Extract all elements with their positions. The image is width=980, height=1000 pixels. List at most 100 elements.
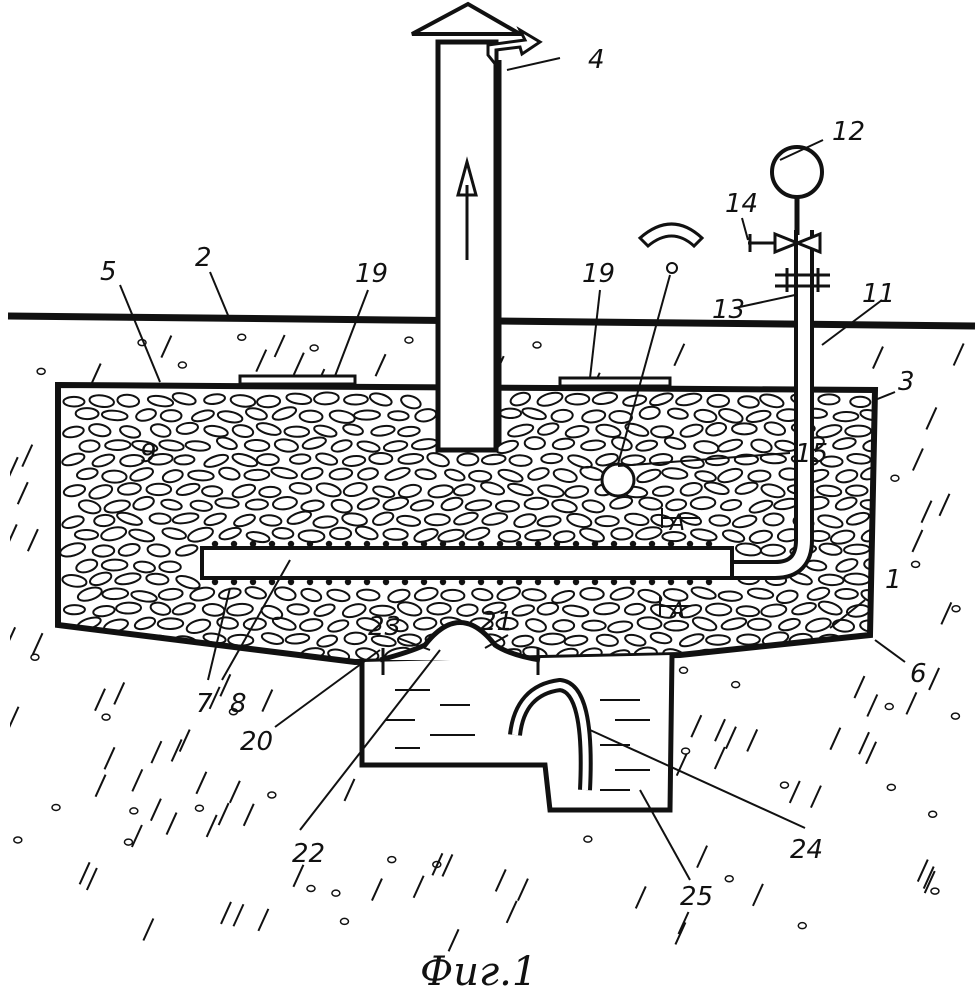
- aerator-hole: [705, 578, 713, 586]
- label-14: 14: [725, 189, 758, 219]
- pebble: [440, 588, 466, 603]
- pebble: [508, 454, 533, 467]
- leader-lines: [119, 57, 906, 881]
- pebble: [73, 646, 99, 660]
- pebble: [116, 393, 141, 408]
- soil-grain: [678, 666, 689, 675]
- aerator-hole: [287, 578, 295, 586]
- pebble: [342, 482, 368, 498]
- hatch-mark: [725, 726, 737, 750]
- pebble: [117, 542, 141, 557]
- pebble: [214, 497, 240, 509]
- pebble: [844, 424, 873, 438]
- pebble: [678, 511, 703, 526]
- aerator-hole: [553, 540, 561, 548]
- pebble: [260, 632, 285, 645]
- pebble: [62, 395, 86, 408]
- pebble: [480, 481, 506, 496]
- aerator-hole: [477, 540, 485, 548]
- pebble: [437, 528, 465, 543]
- label-20: 20: [240, 727, 273, 757]
- pebble: [832, 437, 857, 450]
- aerator-hole: [496, 578, 504, 586]
- pebble: [610, 527, 634, 541]
- pebble: [218, 649, 241, 662]
- pebble: [494, 499, 520, 513]
- pebble: [116, 511, 143, 526]
- pebble: [818, 542, 843, 556]
- pebble: [678, 633, 705, 648]
- label-21: 21: [480, 607, 513, 637]
- hatch-mark: [178, 729, 191, 752]
- aerator-hole: [477, 578, 485, 586]
- hatch-mark: [103, 746, 116, 770]
- aerator-hole: [686, 578, 694, 586]
- pebble: [540, 452, 564, 465]
- soil-grain: [583, 835, 593, 843]
- pebble: [690, 586, 717, 600]
- pebble: [203, 453, 230, 468]
- pebble: [609, 586, 635, 601]
- pebble: [650, 513, 675, 528]
- hatch-mark: [447, 928, 460, 952]
- pebble: [231, 452, 259, 468]
- pebble: [662, 588, 689, 602]
- hatch-mark: [21, 444, 34, 468]
- pebble: [464, 499, 493, 512]
- label-13: 13: [712, 295, 745, 325]
- vent-cap: [411, 1, 528, 36]
- hatch-mark: [261, 689, 274, 713]
- pebble: [649, 631, 673, 645]
- pebble: [146, 543, 171, 558]
- pebble: [595, 423, 622, 438]
- pebble: [146, 394, 175, 408]
- pebble: [103, 499, 131, 514]
- soil-grain: [890, 474, 900, 482]
- hatch-mark: [928, 667, 941, 691]
- pebble: [88, 423, 112, 438]
- hatch-mark: [165, 812, 178, 835]
- pebble: [551, 498, 578, 514]
- pebble: [286, 603, 310, 616]
- hatch-mark: [952, 343, 965, 366]
- pebble: [760, 483, 786, 499]
- hatch-mark: [696, 845, 708, 869]
- lid-left: [238, 374, 357, 386]
- pebble: [313, 603, 336, 617]
- aerator-hole: [667, 578, 675, 586]
- pebble: [440, 496, 464, 512]
- hatch-mark: [78, 861, 91, 885]
- pebble: [396, 633, 422, 647]
- pebble: [581, 499, 606, 514]
- aerator-hole: [249, 578, 257, 586]
- pebble: [452, 483, 476, 497]
- aerator-hole: [515, 578, 523, 586]
- pebble: [271, 406, 298, 421]
- label-7: 7: [196, 689, 213, 719]
- pebble: [157, 587, 184, 601]
- aerator-hole: [439, 578, 447, 586]
- pebble: [243, 468, 271, 482]
- pebble: [623, 602, 646, 616]
- pebble: [735, 605, 761, 618]
- pebble: [691, 616, 718, 632]
- pebble: [805, 617, 832, 633]
- pebble: [286, 510, 313, 525]
- pebble: [229, 394, 257, 408]
- hatch-mark: [674, 921, 687, 945]
- pebble: [832, 649, 857, 662]
- coupling-13: [775, 268, 830, 292]
- hatch-mark: [858, 731, 870, 755]
- aerator-hole: [591, 578, 599, 586]
- pebble: [622, 394, 648, 407]
- aerator-tube: [200, 546, 734, 580]
- pebble: [173, 454, 196, 466]
- pebble: [456, 452, 480, 467]
- pebble: [791, 602, 817, 616]
- soil-grain: [930, 887, 940, 895]
- pebble: [354, 525, 379, 541]
- pebble: [580, 439, 606, 452]
- pebble: [513, 513, 537, 529]
- pebble: [759, 393, 785, 409]
- aerator-hole: [572, 540, 580, 548]
